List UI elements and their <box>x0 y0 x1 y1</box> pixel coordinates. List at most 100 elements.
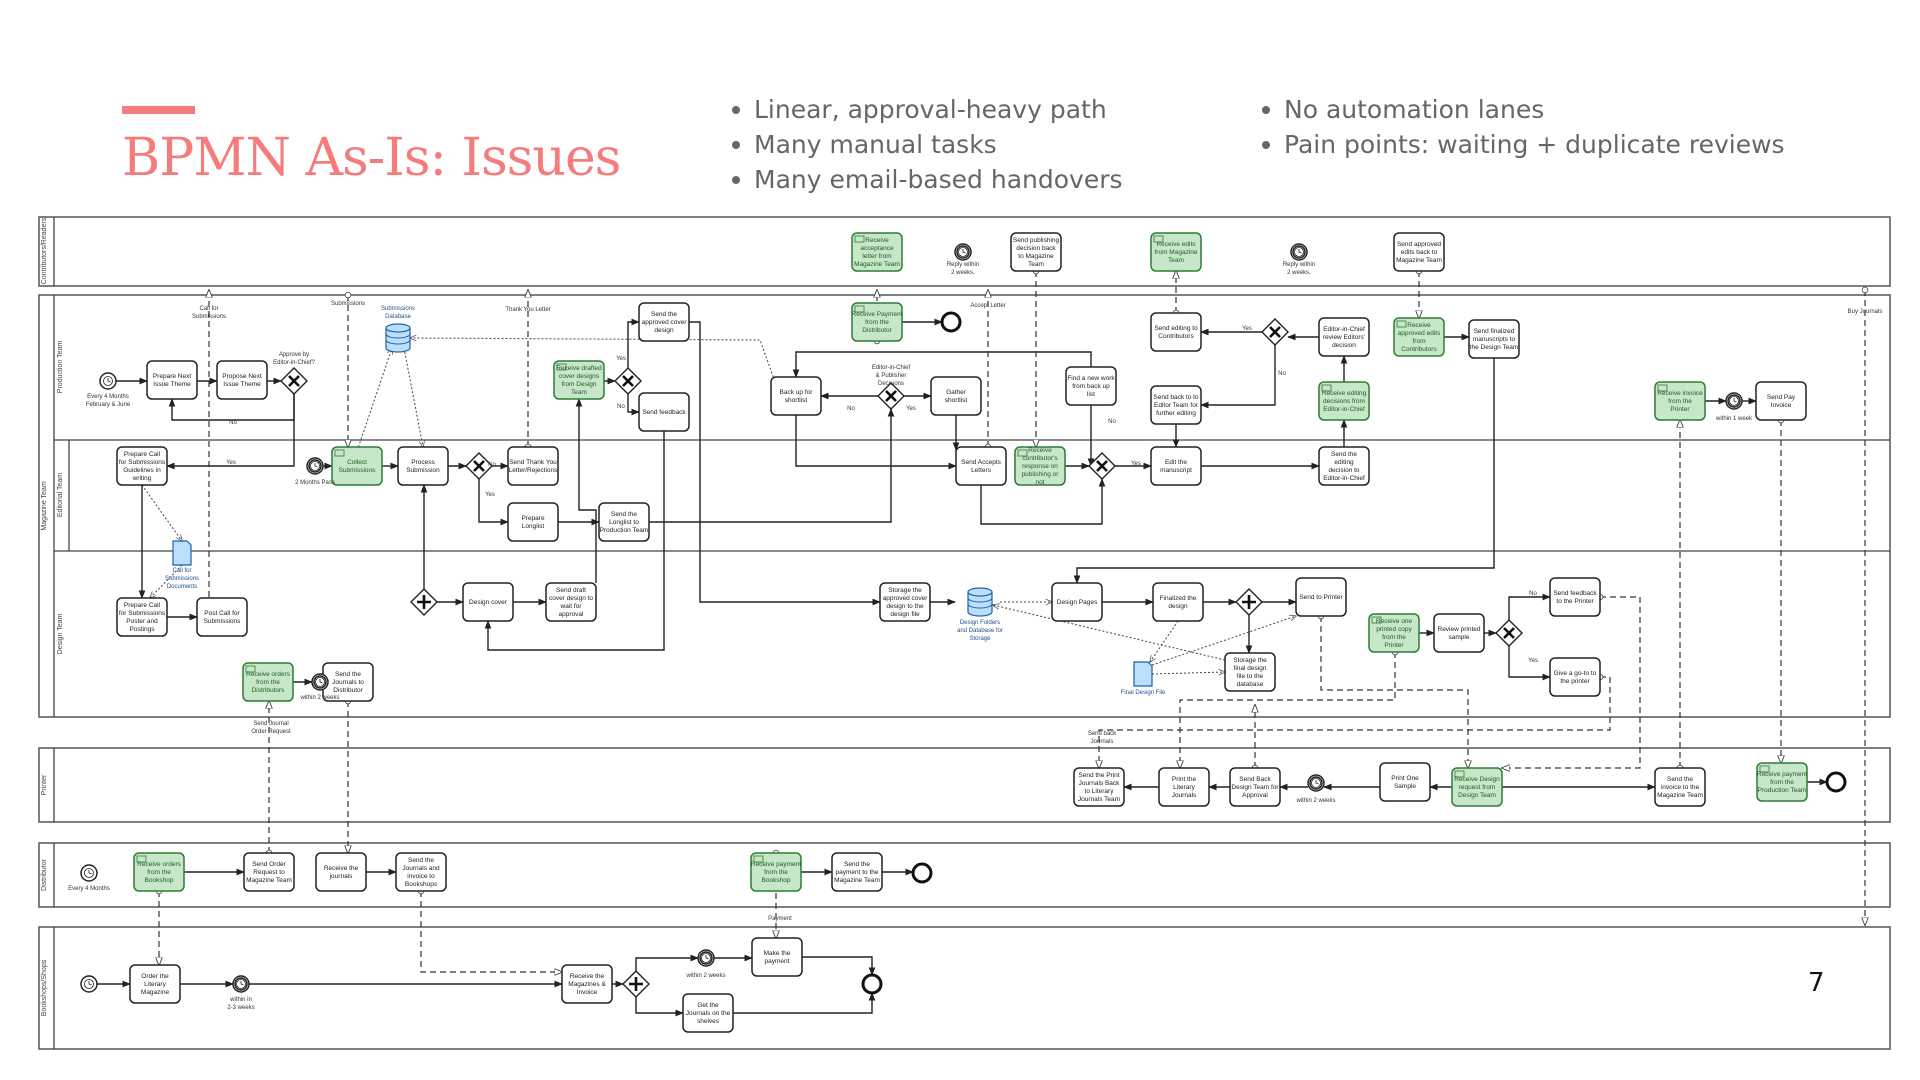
clock-hands-icon <box>1733 398 1737 403</box>
task-label: Send feedback <box>642 409 686 416</box>
association <box>1150 620 1179 662</box>
task-e-longlist <box>507 502 559 542</box>
sequence-flow <box>484 431 665 651</box>
sequence-flow <box>1200 345 1276 409</box>
task-di-send-payment <box>831 852 883 892</box>
sequence-flow <box>795 415 957 470</box>
task-p-receive-approved-edits <box>1393 317 1445 357</box>
envelope-icon <box>753 855 764 863</box>
flow-label: No <box>1278 371 1286 377</box>
x-icon <box>1269 326 1281 338</box>
association <box>403 347 423 447</box>
x-icon <box>1503 627 1515 639</box>
flow-label: Yes <box>1242 326 1252 332</box>
envelope-icon <box>136 855 147 863</box>
clock-icon <box>315 677 325 687</box>
database-icon <box>967 592 993 617</box>
task-d-send-printer <box>1295 577 1347 617</box>
clock-hands-icon <box>319 679 323 684</box>
clock-icon <box>236 979 246 989</box>
end-event <box>861 973 883 995</box>
task-pr-send-invoice <box>1654 767 1706 807</box>
bullet-item: Pain points: waiting + duplicate reviews <box>1258 127 1785 162</box>
task-d-send-draft <box>545 582 597 622</box>
task-e-process <box>397 446 449 486</box>
task-di-send-journals <box>395 852 447 892</box>
task-p-prepare-theme <box>146 360 198 400</box>
association <box>141 484 182 541</box>
task-e-thank-you <box>507 446 559 486</box>
task-e-prepare-call <box>116 446 168 486</box>
association <box>1151 672 1225 674</box>
end-event <box>940 311 962 333</box>
flow-label: Accept Letter <box>970 303 1005 309</box>
sequence-flow <box>802 956 876 976</box>
task-d-storage-final <box>1224 652 1276 692</box>
clock-hands-icon <box>705 955 709 960</box>
clock-hands-icon <box>88 870 92 875</box>
task-p-send-finalized <box>1468 319 1520 359</box>
task-label: Send to Printer <box>1299 594 1343 601</box>
title-accent-bar <box>122 106 195 114</box>
pool-label-printer: Printer <box>41 774 48 795</box>
sequence-flow <box>575 398 597 583</box>
flow-label: Every 4 Months <box>68 886 110 892</box>
envelope-icon <box>1321 384 1332 392</box>
clock-hands-icon <box>1298 249 1302 254</box>
task-c-send-decision <box>1010 232 1062 272</box>
envelope-icon <box>1017 449 1028 457</box>
document-icon <box>1133 661 1153 687</box>
task-pr-print <box>1158 767 1210 807</box>
bullet-item: No automation lanes <box>1258 92 1785 127</box>
task-p-backup <box>770 376 822 416</box>
task-c-receive-edits <box>1150 232 1202 272</box>
envelope-icon <box>1454 770 1465 778</box>
envelope-icon <box>1371 616 1382 624</box>
task-pr-send-back <box>1073 767 1125 807</box>
clock-icon <box>1294 247 1304 257</box>
database-top <box>967 587 993 597</box>
plus-icon <box>417 595 431 609</box>
task-di-send-order <box>243 852 295 892</box>
bullet-item: Many email-based handovers <box>728 162 1123 197</box>
task-d-receive-copy <box>1368 613 1420 653</box>
bullet-list-right: No automation lanes Pain points: waiting… <box>1258 92 1785 162</box>
task-c-receive-accept <box>851 232 903 272</box>
flow-label: No <box>847 406 855 412</box>
flow-label: Yes <box>1131 461 1141 467</box>
end-event <box>1825 771 1847 793</box>
lane-label-editorial: Editorial Team <box>57 473 64 517</box>
sequence-flow <box>1508 593 1551 620</box>
sequence-flow <box>627 394 640 416</box>
envelope-icon <box>1396 320 1407 328</box>
task-d-design-pages <box>1051 582 1103 622</box>
task-pr-receive-design <box>1451 767 1503 807</box>
envelope-icon <box>556 363 567 371</box>
task-label: Design cover <box>469 599 508 606</box>
task-c-send-approved <box>1393 232 1445 272</box>
